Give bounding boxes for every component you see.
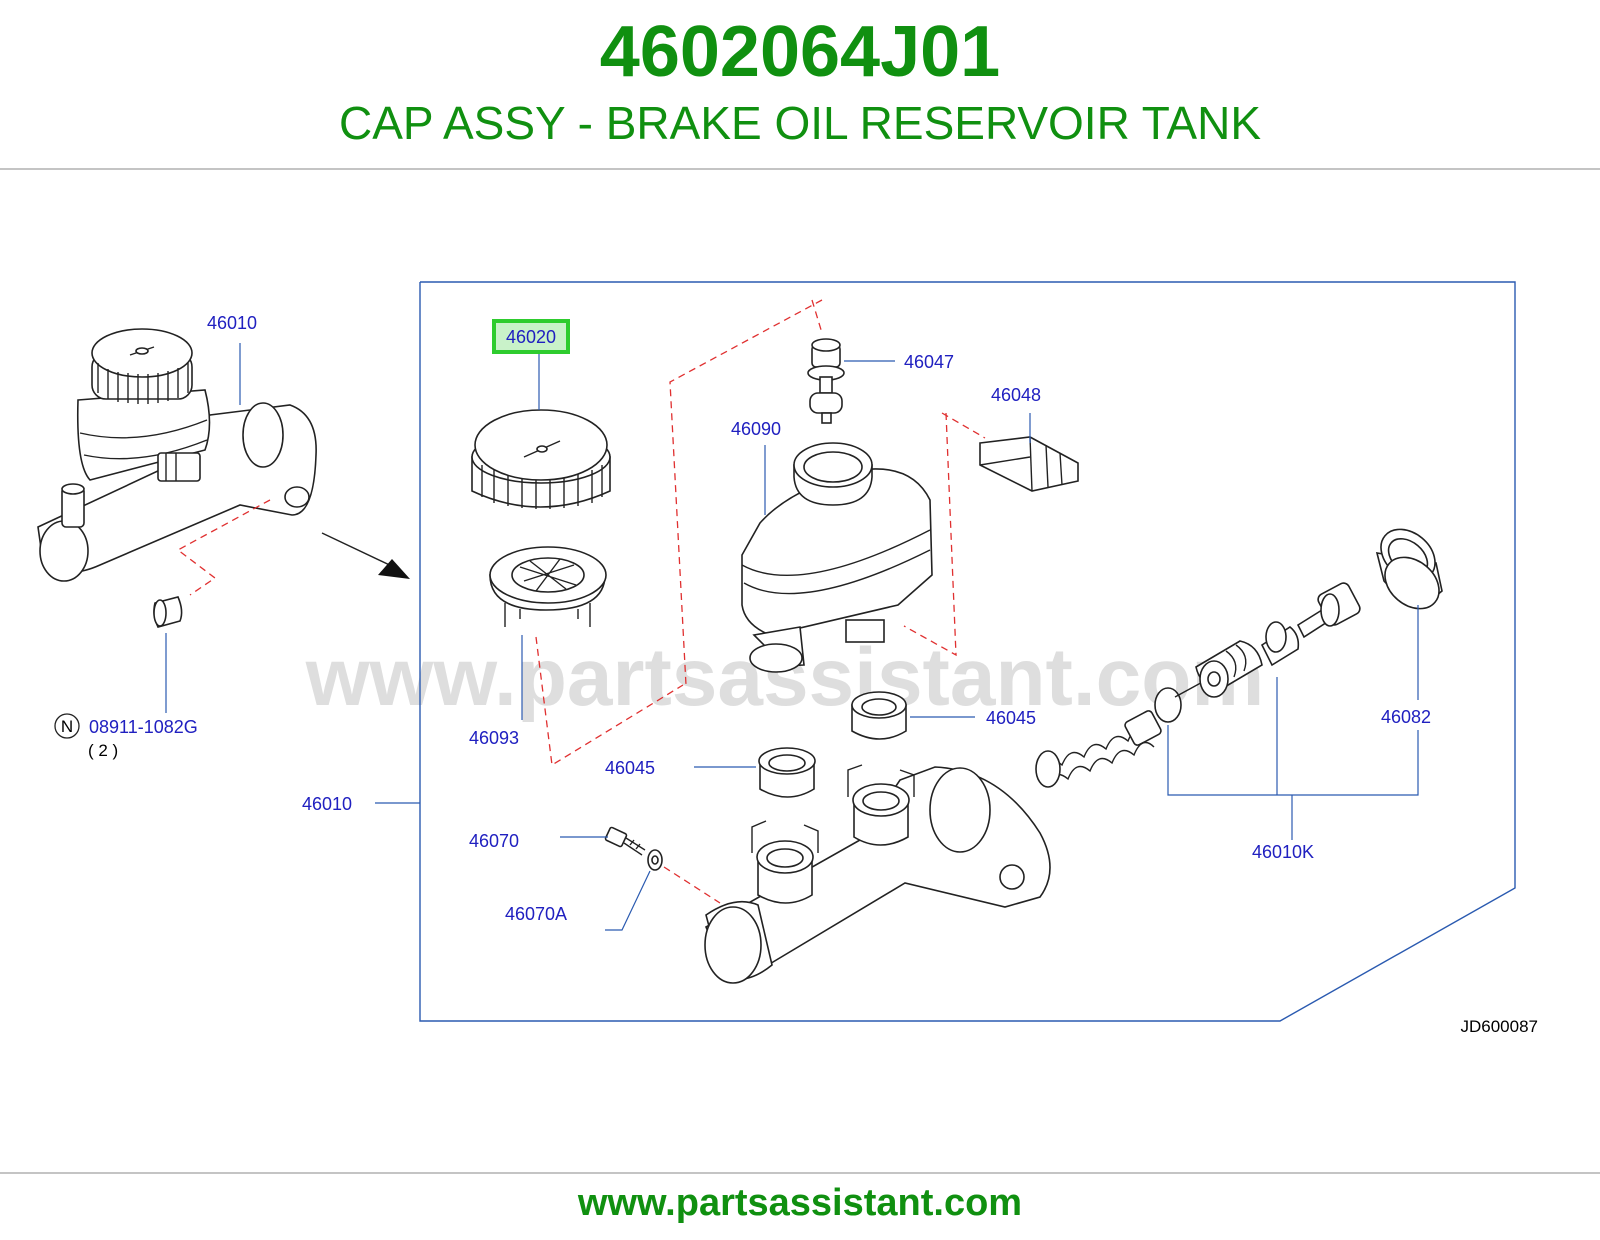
leader-dash-strainer: [535, 636, 684, 767]
page-header: 4602064J01 CAP ASSY - BRAKE OIL RESERVOI…: [0, 0, 1600, 168]
leader-dash-reservoir: [669, 299, 957, 686]
callout-46045-lower[interactable]: 46045: [605, 758, 655, 778]
boot-ring-drawing: [1375, 528, 1443, 610]
leader-46070A: [605, 870, 651, 931]
grommet-lower-drawing: [758, 747, 816, 798]
callout-46070A[interactable]: 46070A: [505, 904, 567, 924]
piston-kit-drawing: [1035, 582, 1361, 788]
callout-08911-symbol-circle: [54, 713, 80, 739]
level-switch-drawing: [979, 436, 1079, 492]
leader-bracket-46010K: [1167, 725, 1419, 796]
callout-08911-1082G[interactable]: 08911-1082G: [89, 717, 198, 737]
callout-46048[interactable]: 46048: [991, 385, 1041, 405]
reservoir-tank-drawing: [741, 442, 933, 673]
callout-46045-upper[interactable]: 46045: [986, 708, 1036, 728]
parts-diagram: www.partsassistant.com 46010 N 08911-108…: [0, 265, 1600, 1070]
callout-46020-highlight: [492, 319, 570, 354]
callout-46082[interactable]: 46082: [1381, 707, 1431, 727]
strainer-drawing: [489, 546, 607, 627]
leader-dash-switch: [941, 412, 986, 439]
assembly-arrow-head: [378, 559, 410, 579]
leader-dash-left-nut: [176, 499, 271, 596]
callout-46010-main[interactable]: 46010: [302, 794, 352, 814]
part-number: 4602064J01: [599, 12, 1001, 92]
reservoir-cap-drawing: [471, 409, 611, 509]
footer-divider: [0, 1172, 1600, 1174]
callout-08911-symbol: N: [61, 717, 73, 736]
diagram-frame: [419, 281, 1516, 1022]
grommet-upper-drawing: [851, 691, 907, 740]
master-cylinder-body-drawing: [704, 764, 1051, 984]
footer-url[interactable]: www.partsassistant.com: [577, 1182, 1023, 1224]
leader-dash-washer: [663, 866, 721, 904]
callout-46047[interactable]: 46047: [904, 352, 954, 372]
master-cylinder-assembly-drawing: [37, 328, 317, 628]
assembly-arrow-shaft: [321, 532, 399, 570]
washer-drawing: [647, 849, 663, 871]
callout-46090[interactable]: 46090: [731, 419, 781, 439]
callout-46020[interactable]: 46020: [506, 327, 556, 347]
callout-46093[interactable]: 46093: [469, 728, 519, 748]
part-title: CAP ASSY - BRAKE OIL RESERVOIR TANK: [338, 97, 1262, 149]
callout-46010K[interactable]: 46010K: [1252, 842, 1314, 862]
pin-drawing: [807, 338, 845, 424]
bolt-drawing: [604, 826, 646, 856]
callout-08911-qty: ( 2 ): [88, 741, 118, 760]
header-divider: [0, 168, 1600, 170]
parts-diagram-svg: www.partsassistant.com 46010 N 08911-108…: [37, 281, 1538, 1036]
diagram-ref-code: JD600087: [1460, 1017, 1538, 1036]
callout-46070[interactable]: 46070: [469, 831, 519, 851]
callout-46010-top[interactable]: 46010: [207, 313, 257, 333]
